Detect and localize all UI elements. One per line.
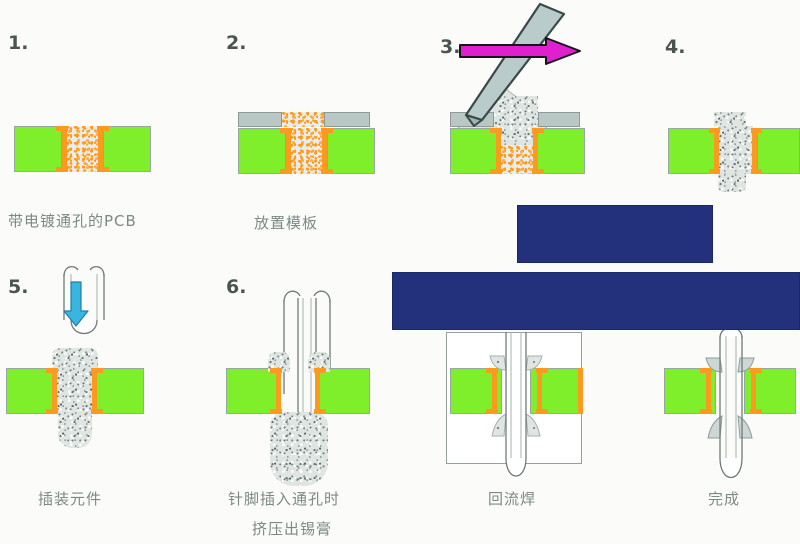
stencil-plate-right (538, 112, 580, 127)
step-8-caption: 完成 (708, 490, 741, 508)
copper-pad-top-left (270, 368, 282, 373)
copper-pad-top-left (486, 368, 498, 373)
copper-pad-bottom-left (709, 169, 720, 174)
copper-barrel-left (714, 128, 719, 174)
copper-barrel-left (276, 368, 281, 414)
stencil-plate-right (324, 112, 370, 127)
copper-pad-bottom-right (321, 169, 333, 174)
insertion-direction-arrow-icon (63, 281, 89, 327)
copper-pad-bottom-left (270, 409, 282, 414)
solder-paste-below-hole (718, 174, 746, 192)
copper-pad-top-right (97, 126, 109, 131)
copper-pad-bottom-left (280, 169, 292, 174)
redaction-block-upper (517, 205, 713, 263)
redaction-block-lower (392, 272, 800, 330)
step-4-number: 4. (665, 36, 686, 58)
squeegee-direction-arrow-icon (459, 37, 581, 65)
solder-paste-column (498, 96, 538, 146)
step-6-caption-line1: 针脚插入通孔时 (228, 490, 341, 508)
step-5-caption: 插装元件 (38, 490, 103, 508)
pcb-substrate-left (226, 368, 278, 414)
step-1-caption: 带电镀通孔的PCB (8, 212, 137, 230)
step-3-number: 3. (440, 36, 461, 58)
pcb-substrate-left (14, 126, 62, 172)
component-lead-icon (719, 326, 743, 478)
solder-paste-above-hole (714, 112, 746, 126)
component-lead-icon (505, 332, 527, 477)
copper-pad-top-right (321, 128, 333, 133)
step-6-number: 6. (226, 276, 247, 298)
copper-barrel-right (537, 368, 542, 414)
pcb-substrate-right (96, 368, 144, 414)
copper-pad-top-right (91, 368, 103, 373)
copper-barrel-left (706, 368, 711, 414)
solder-paste-in-hole (290, 128, 323, 174)
solder-paste-extruded-below (270, 412, 328, 486)
copper-pad-top-right (536, 368, 548, 373)
step-2-number: 2. (226, 32, 247, 54)
solder-paste-above-hole (52, 348, 98, 370)
copper-barrel-left (62, 126, 67, 172)
pcb-substrate-left (450, 128, 498, 174)
pcb-substrate-right (318, 368, 370, 414)
copper-barrel-left (496, 128, 501, 174)
copper-barrel-right (98, 126, 103, 172)
copper-pad-top-left (46, 368, 58, 373)
copper-pad-bottom-left (46, 409, 58, 414)
copper-edge-plating-right (578, 368, 583, 414)
copper-pad-bottom-right (532, 169, 544, 174)
copper-pad-top-left (56, 126, 68, 131)
solder-paste-below-hole (58, 412, 92, 448)
copper-pad-top-left (280, 128, 292, 133)
copper-pad-bottom-left (700, 409, 712, 414)
step-5-number: 5. (8, 276, 29, 298)
copper-barrel-right (751, 368, 756, 414)
copper-pad-bottom-left (486, 409, 498, 414)
solder-paste-in-hole (66, 126, 99, 172)
copper-barrel-left (492, 368, 497, 414)
copper-barrel-right (322, 128, 327, 174)
pcb-substrate-left (238, 128, 286, 174)
solder-paste-in-hole (56, 368, 94, 414)
copper-pad-top-right (314, 368, 326, 373)
copper-pad-top-right (750, 368, 762, 373)
pcb-substrate-right (103, 126, 151, 172)
copper-barrel-right (315, 368, 320, 414)
copper-pad-top-left (700, 368, 712, 373)
step-6-caption-line2: 挤压出锡膏 (252, 520, 333, 538)
stencil-aperture-paste (282, 112, 324, 127)
pcb-substrate-right (537, 128, 585, 174)
stencil-plate-left (238, 112, 282, 127)
copper-barrel-right (752, 128, 757, 174)
solder-paste-in-hole (718, 126, 753, 174)
pcb-substrate-left (668, 128, 716, 174)
copper-pad-bottom-left (56, 167, 68, 172)
copper-pad-bottom-right (314, 409, 326, 414)
solder-paste-squeezed-top-left (268, 352, 290, 372)
copper-pad-bottom-right (97, 167, 109, 172)
copper-pad-top-right (532, 128, 544, 133)
squeegee-blade-icon (464, 2, 566, 127)
step-1-number: 1. (8, 32, 29, 54)
copper-barrel-right (92, 368, 97, 414)
pcb-substrate-right (757, 128, 800, 174)
copper-pad-bottom-left (490, 169, 502, 174)
copper-barrel-left (52, 368, 57, 414)
copper-pad-bottom-right (751, 169, 762, 174)
copper-pad-bottom-right (536, 409, 548, 414)
step-2-caption: 放置模板 (254, 214, 319, 232)
molten-solder-fillets-icon (489, 355, 543, 437)
copper-pad-top-left (490, 128, 502, 133)
copper-pad-top-right (751, 128, 762, 133)
step-7-caption: 回流焊 (488, 490, 537, 508)
copper-pad-top-left (709, 128, 720, 133)
solder-paste-squeezed-top-right (308, 352, 330, 372)
copper-barrel-left (286, 128, 291, 174)
solder-paste-in-hole (500, 146, 536, 174)
copper-pad-bottom-right (750, 409, 762, 414)
copper-barrel-right (533, 128, 538, 174)
pcb-substrate-left (6, 368, 54, 414)
copper-pad-bottom-right (91, 409, 103, 414)
pcb-substrate-right (327, 128, 375, 174)
